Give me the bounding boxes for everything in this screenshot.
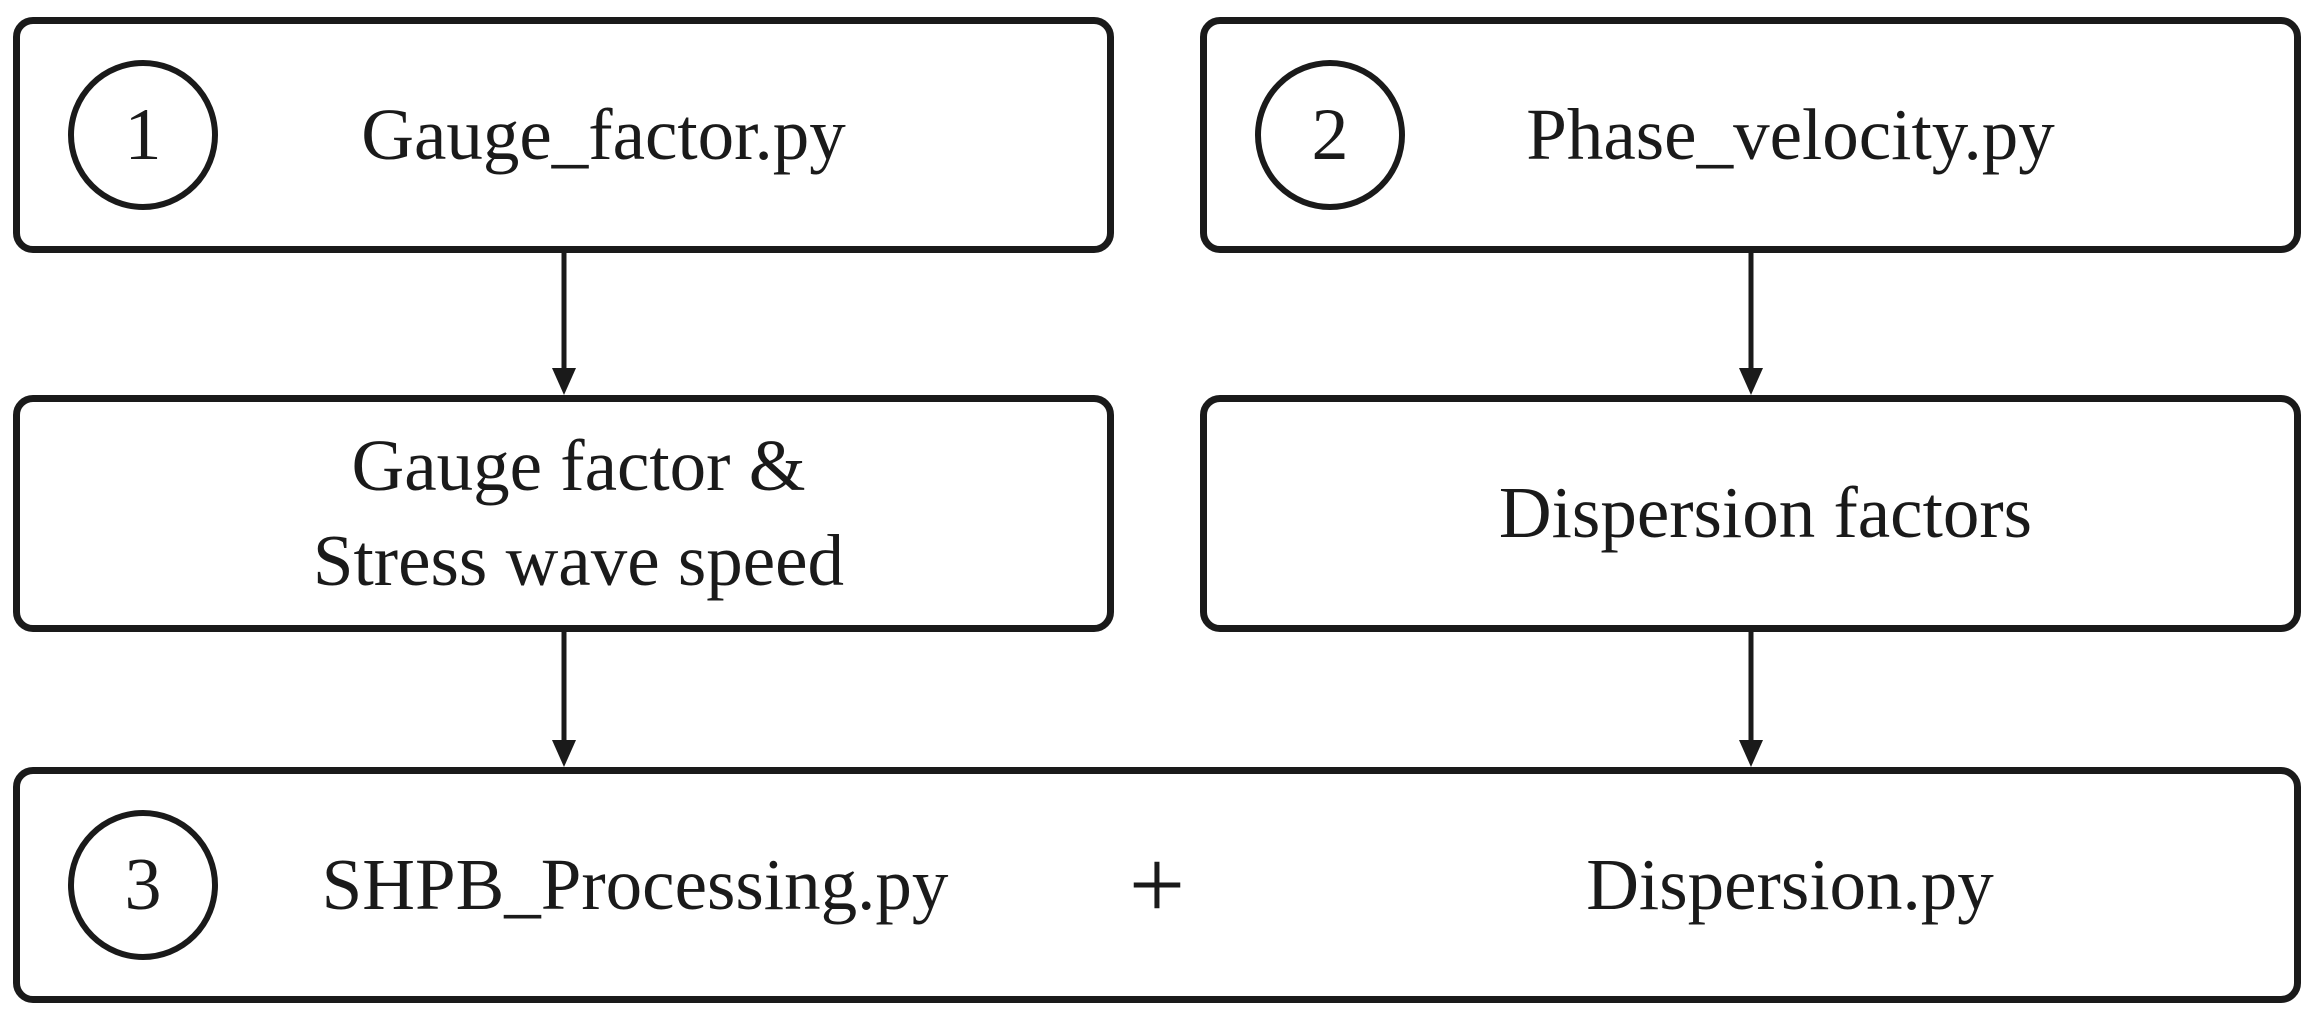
arrow-shaft — [561, 632, 567, 747]
arrow-down-icon — [1739, 632, 1763, 767]
arrow-head — [552, 740, 576, 767]
arrow-down-icon — [552, 632, 576, 767]
step-1-number: 1 — [124, 94, 162, 176]
arrow-down-icon — [552, 253, 576, 395]
arrow-head — [552, 368, 576, 395]
arrow-down-icon — [1739, 253, 1763, 395]
plus-operator: + — [1128, 829, 1186, 940]
node-label-wrap: Dispersion factors — [1207, 402, 2294, 625]
phase-velocity-script-label: Phase_velocity.py — [1526, 93, 2055, 175]
node-label-wrap: Gauge factor & Stress wave speed — [20, 402, 1107, 625]
node-label-wrap: Phase_velocity.py — [1207, 24, 2294, 246]
gauge-factor-result-line1: Gauge factor & — [351, 424, 806, 506]
gauge-factor-result-line2: Stress wave speed — [312, 519, 845, 601]
node-dispersion-factors-result: Dispersion factors — [1200, 395, 2301, 632]
step-2-number: 2 — [1311, 94, 1349, 176]
step-3-badge-icon: 3 — [68, 810, 218, 960]
arrow-shaft — [1748, 632, 1754, 747]
shpb-processing-script-label: SHPB_Processing.py — [321, 844, 949, 925]
node-phase-velocity-script: 2 Phase_velocity.py — [1200, 17, 2301, 253]
node-gauge-factor-result: Gauge factor & Stress wave speed — [13, 395, 1114, 632]
dispersion-factors-label: Dispersion factors — [1498, 472, 2033, 554]
arrow-head — [1739, 368, 1763, 395]
node-label-wrap: Gauge_factor.py — [20, 24, 1107, 246]
arrow-shaft — [1748, 253, 1754, 375]
step-3-number: 3 — [124, 844, 162, 926]
node-gauge-factor-script: 1 Gauge_factor.py — [13, 17, 1114, 253]
node-shpb-processing: 3 SHPB_Processing.py + Dispersion.py — [13, 767, 2301, 1003]
dispersion-script-label: Dispersion.py — [1586, 844, 1994, 925]
step-2-badge-icon: 2 — [1255, 60, 1405, 210]
step-1-badge-icon: 1 — [68, 60, 218, 210]
arrow-shaft — [561, 253, 567, 375]
arrow-head — [1739, 740, 1763, 767]
gauge-factor-script-label: Gauge_factor.py — [361, 93, 846, 175]
